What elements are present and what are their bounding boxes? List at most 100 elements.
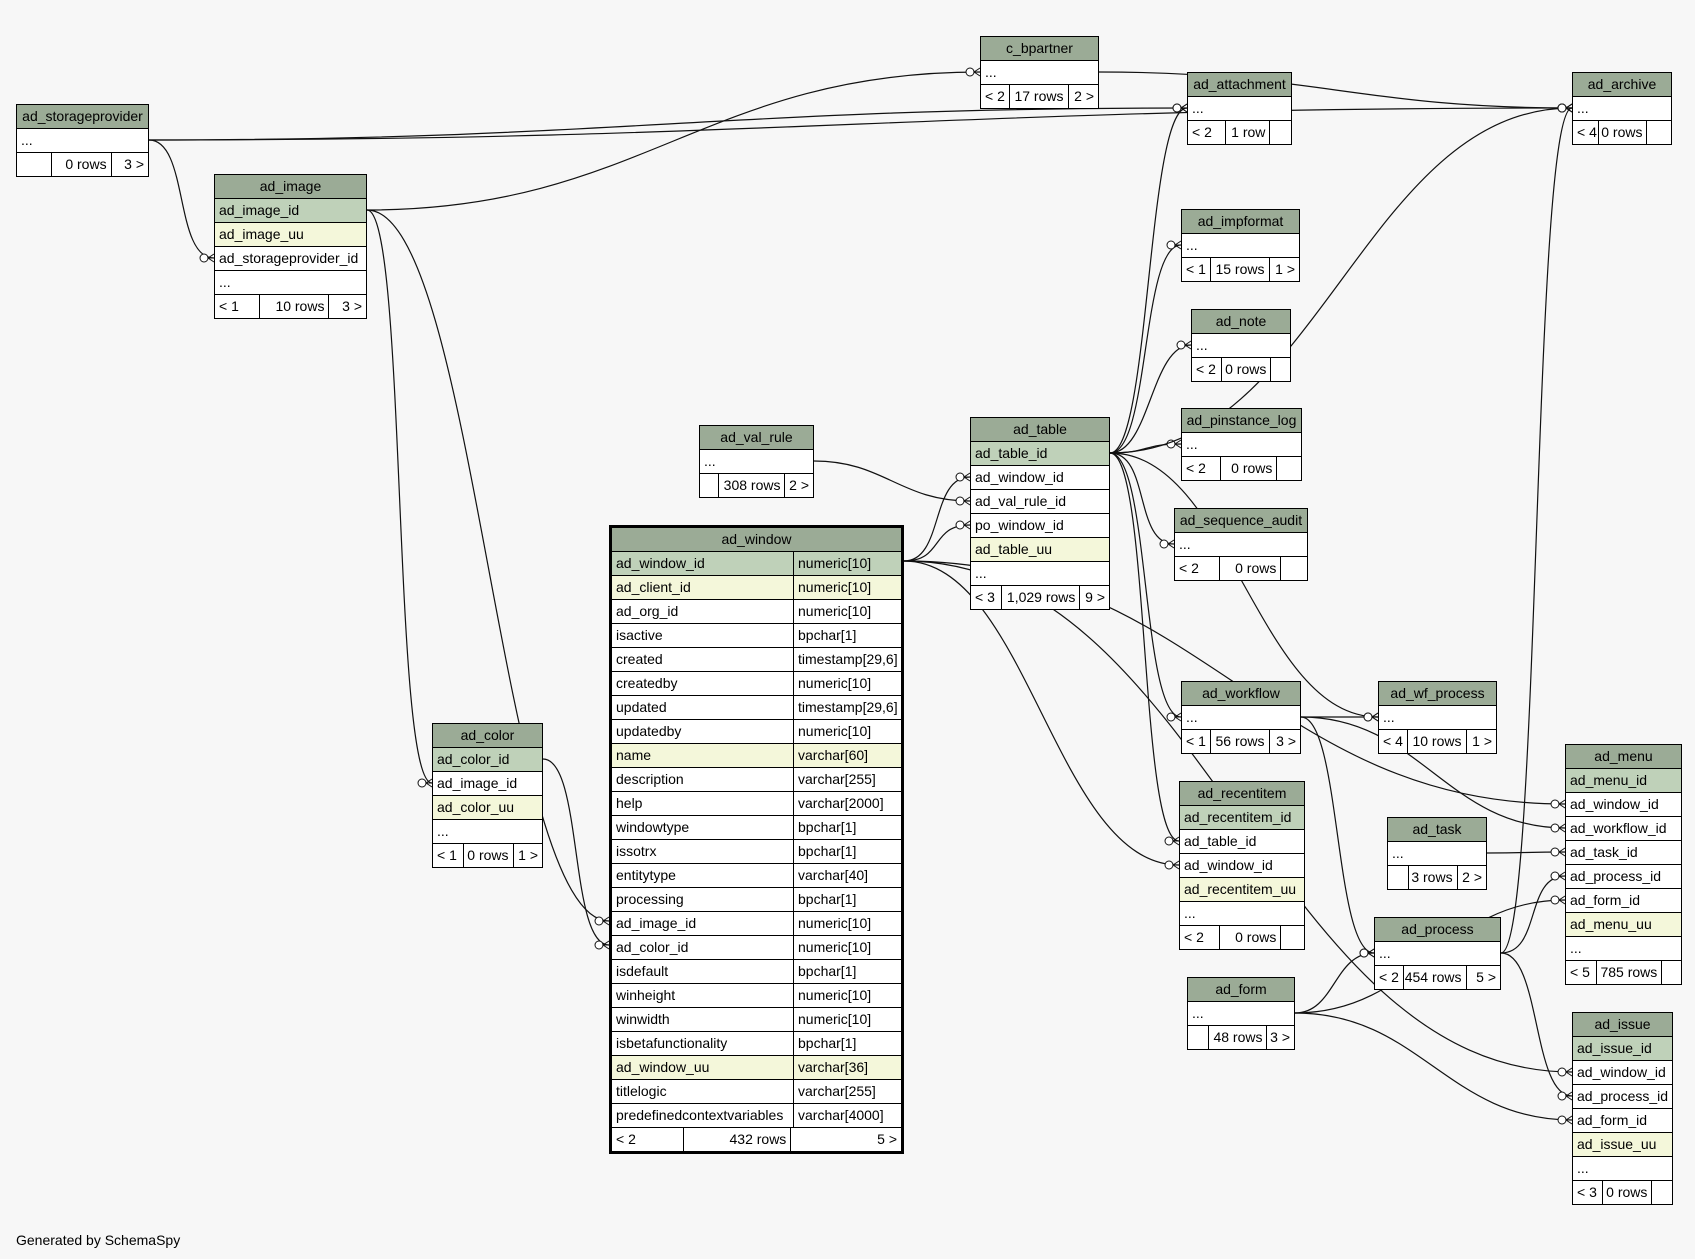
column-row[interactable]: ad_window_id	[1566, 793, 1681, 817]
parents-link[interactable]: < 1	[437, 847, 457, 863]
parents-link[interactable]	[700, 474, 718, 497]
column-row[interactable]: ad_recentitem_id	[1180, 806, 1304, 830]
children-link[interactable]: 2 >	[784, 474, 813, 497]
column-row[interactable]: ...	[1375, 942, 1500, 966]
parents-link[interactable]: < 4	[1383, 733, 1403, 749]
children-link[interactable]	[1280, 926, 1304, 949]
column-row[interactable]: ...	[1182, 706, 1300, 730]
children-link[interactable]	[1280, 557, 1307, 580]
children-link[interactable]: 9 >	[1079, 586, 1109, 609]
column-row[interactable]: ad_task_id	[1566, 841, 1681, 865]
column-row[interactable]: ad_menu_uu	[1566, 913, 1681, 937]
children-link[interactable]	[1270, 358, 1290, 381]
children-link[interactable]	[1276, 457, 1301, 480]
column-row[interactable]: ...	[433, 820, 542, 844]
children-link[interactable]: 1 >	[1268, 258, 1300, 281]
column-row[interactable]: ...	[1388, 842, 1486, 866]
column-row[interactable]: ad_menu_id	[1566, 769, 1681, 793]
parents-link[interactable]: < 2	[1184, 929, 1204, 945]
column-row[interactable]: ad_window_id	[1180, 854, 1304, 878]
children-link[interactable]	[1661, 961, 1681, 984]
parents-link[interactable]	[1388, 866, 1408, 889]
children-link[interactable]	[1646, 121, 1671, 144]
column-row[interactable]: ad_table_id	[1180, 830, 1304, 854]
column-row[interactable]: ad_form_id	[1566, 889, 1681, 913]
children-link[interactable]: 3 >	[328, 295, 366, 318]
column-row[interactable]: ...	[215, 271, 366, 295]
column-row[interactable]: ...	[981, 61, 1098, 85]
column-row[interactable]: ...	[1188, 1002, 1294, 1026]
column-row[interactable]: ad_form_id	[1573, 1109, 1672, 1133]
column-row[interactable]: ad_process_id	[1566, 865, 1681, 889]
parents-link[interactable]: < 1	[219, 298, 239, 314]
column-row[interactable]: ad_window_id	[1573, 1061, 1672, 1085]
children-link[interactable]: 5 >	[1465, 966, 1500, 989]
column-row[interactable]: ad_issue_uu	[1573, 1133, 1672, 1157]
children-link[interactable]: 1 >	[512, 844, 542, 867]
column-row[interactable]: ...	[1573, 97, 1671, 121]
column-row[interactable]: ad_image_uu	[215, 223, 366, 247]
column-row[interactable]: ...	[1188, 97, 1291, 121]
parents-link[interactable]: < 2	[1179, 560, 1199, 576]
children-link[interactable]: 2 >	[1456, 866, 1486, 889]
children-link[interactable]: 2 >	[1067, 85, 1099, 108]
parents-link[interactable]: < 1	[1186, 733, 1206, 749]
column-row[interactable]: ad_image_id	[433, 772, 542, 796]
column-row[interactable]: ad_workflow_id	[1566, 817, 1681, 841]
parents-link[interactable]: < 2	[1186, 460, 1206, 476]
children-link[interactable]	[1269, 121, 1291, 144]
parents-link[interactable]: < 1	[1186, 261, 1206, 277]
column-row[interactable]: ad_recentitem_uu	[1180, 878, 1304, 902]
column-row[interactable]: ad_process_id	[1573, 1085, 1672, 1109]
parents-link[interactable]: < 2	[1192, 124, 1212, 140]
column-row[interactable]: po_window_id	[971, 514, 1109, 538]
column-row[interactable]: ...	[700, 450, 813, 474]
column-row[interactable]: ...	[1182, 433, 1301, 457]
parents-link[interactable]: < 2	[1379, 969, 1399, 985]
parents-link[interactable]	[17, 153, 51, 176]
column-row[interactable]: ad_issue_id	[1573, 1037, 1672, 1061]
column-row[interactable]: ...	[1379, 706, 1496, 730]
column-row[interactable]: ...	[17, 129, 148, 153]
parents-link[interactable]: < 2	[616, 1131, 636, 1147]
column-row[interactable]: ...	[1182, 234, 1299, 258]
children-link[interactable]	[1651, 1181, 1672, 1204]
parents-link[interactable]	[1188, 1026, 1208, 1049]
column-row[interactable]: ad_color_uu	[433, 796, 542, 820]
column-row[interactable]: ad_window_id	[971, 466, 1109, 490]
column-row[interactable]: ...	[1192, 334, 1290, 358]
column-row[interactable]: ...	[971, 562, 1109, 586]
parents-link[interactable]: < 3	[1577, 1184, 1597, 1200]
column-row[interactable]: ad_color_id	[433, 748, 542, 772]
column-row[interactable]: ad_storageprovider_id	[215, 247, 366, 271]
